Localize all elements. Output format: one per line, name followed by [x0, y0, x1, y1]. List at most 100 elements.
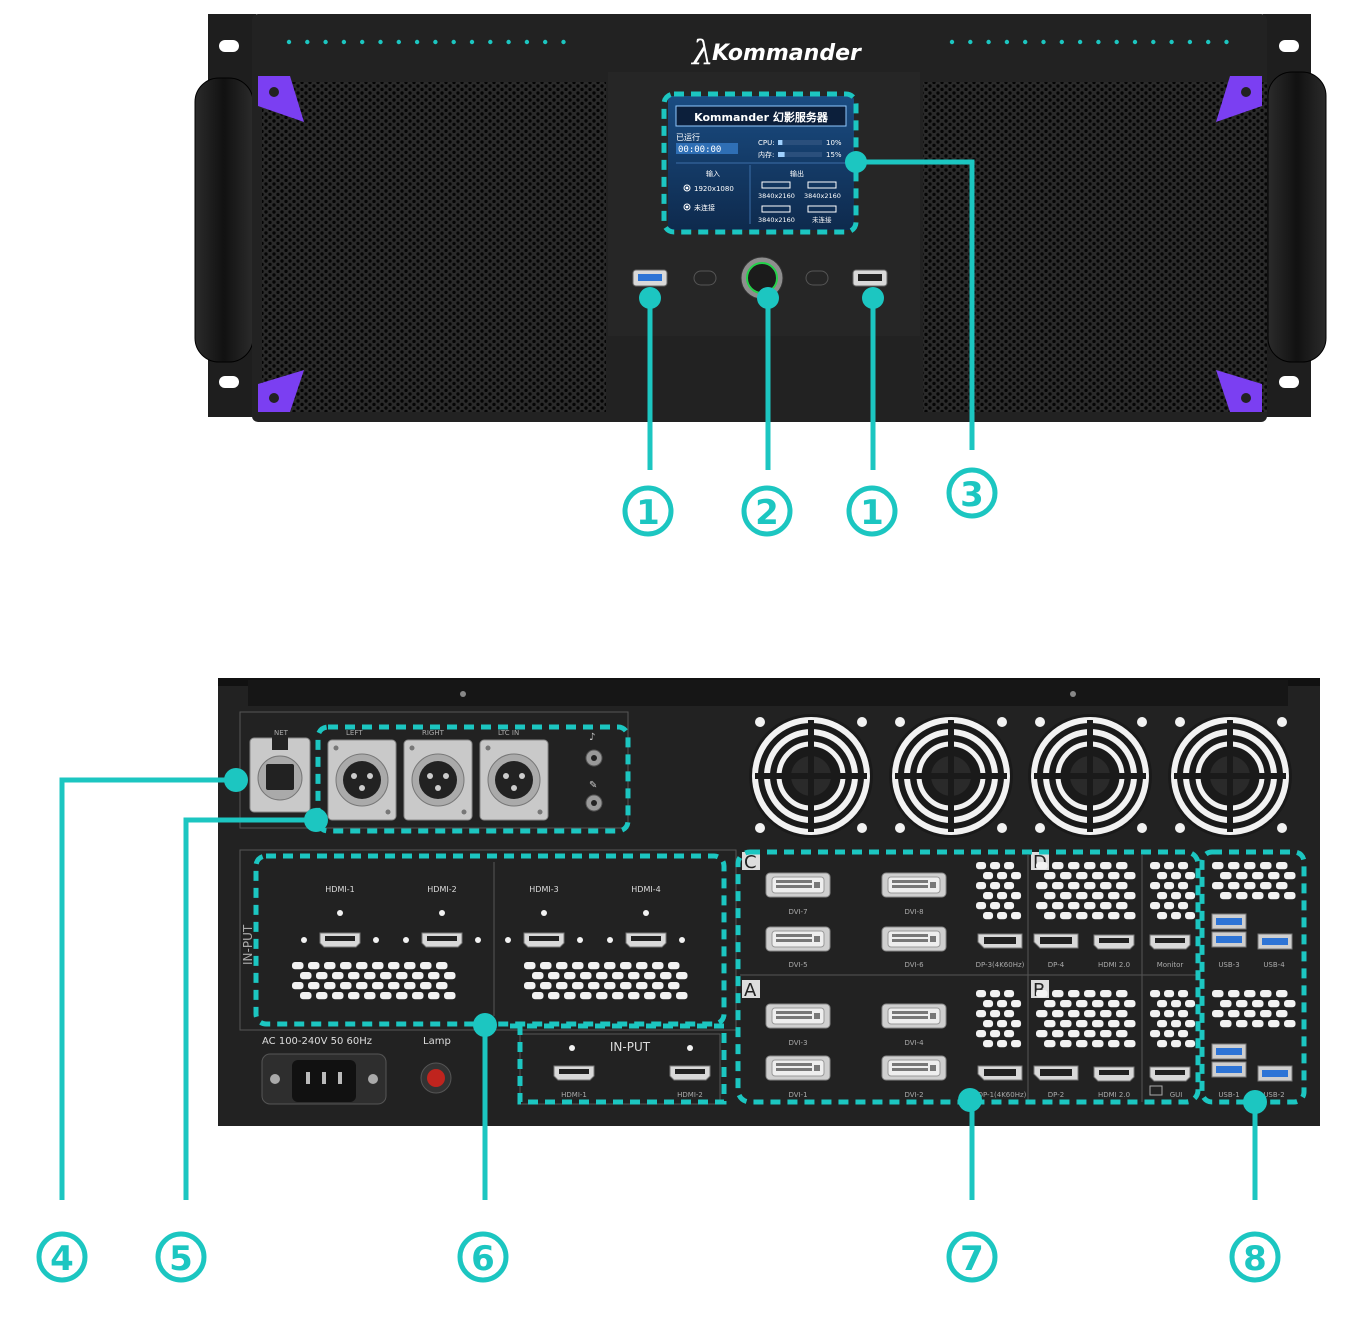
- monitor-port[interactable]: [1149, 934, 1191, 950]
- dp-1-label: DP-1(4K60Hz): [978, 1091, 1027, 1099]
- usb-3-port-b[interactable]: [1211, 931, 1247, 948]
- vent-hole: [300, 972, 312, 980]
- dp-4-port[interactable]: [1033, 933, 1079, 949]
- hdmi-in-port-3[interactable]: [523, 932, 565, 948]
- hdmi20-bottom-port[interactable]: [1093, 1066, 1135, 1082]
- hdmi-in-port-1[interactable]: [319, 932, 361, 948]
- dvi-8-port[interactable]: [881, 872, 947, 898]
- led-dot: [524, 39, 530, 45]
- vent-hole: [1178, 1010, 1189, 1018]
- dvi-7-port[interactable]: [765, 872, 831, 898]
- dvi-5-port[interactable]: [765, 926, 831, 952]
- aux-hdmi-port-1[interactable]: [553, 1065, 595, 1081]
- dvi-5-label: DVI-5: [788, 961, 807, 969]
- cpu-label: CPU:: [758, 139, 775, 147]
- dvi-4-port[interactable]: [881, 1003, 947, 1029]
- led-dot: [949, 39, 955, 45]
- vent-hole: [1116, 902, 1128, 910]
- vent-hole: [1220, 1020, 1232, 1028]
- led-dot: [1224, 39, 1229, 45]
- vent-hole: [372, 982, 384, 990]
- dvi-1-port[interactable]: [765, 1055, 831, 1081]
- corner-bracket: [1216, 370, 1262, 412]
- vent-hole: [1185, 1020, 1196, 1028]
- vent-hole: [1036, 862, 1048, 870]
- vent-hole: [1044, 1000, 1056, 1008]
- vent-hole: [1260, 862, 1272, 870]
- aux-hdmi-label-2: HDMI-2: [677, 1091, 703, 1099]
- dvi-2-port[interactable]: [881, 1055, 947, 1081]
- led-dot: [1059, 39, 1065, 45]
- vent-hole: [1068, 902, 1080, 910]
- vent-hole: [1108, 872, 1120, 880]
- usb-2-port[interactable]: [1257, 1065, 1293, 1082]
- aux-hdmi-port-2[interactable]: [669, 1065, 711, 1081]
- led-dot: [968, 39, 973, 45]
- dvi-3-port[interactable]: [765, 1003, 831, 1029]
- vent-hole: [1084, 1010, 1096, 1018]
- led-dot: [396, 39, 401, 45]
- dp-1-port[interactable]: [977, 1065, 1023, 1081]
- xlr-right[interactable]: [403, 739, 473, 821]
- dvi-6-port[interactable]: [881, 926, 947, 952]
- vent-hole: [1178, 862, 1189, 870]
- vent-hole: [612, 972, 624, 980]
- output-4: 未连接: [812, 215, 832, 224]
- usb-3-port-a[interactable]: [1211, 913, 1247, 930]
- vent-hole: [1171, 1020, 1182, 1028]
- vent-hole: [1212, 862, 1224, 870]
- vent-hole: [1276, 990, 1288, 998]
- vent-hole: [1011, 1000, 1022, 1008]
- vent-hole: [1044, 1040, 1056, 1048]
- vent-hole: [1150, 1030, 1161, 1038]
- vent-hole: [1116, 990, 1128, 998]
- hdmi-in-port-4[interactable]: [625, 932, 667, 948]
- left-handle[interactable]: [194, 77, 254, 363]
- vent-hole: [1178, 882, 1189, 890]
- callout-4: 4: [36, 1231, 88, 1283]
- vent-hole: [1244, 862, 1256, 870]
- vent-hole: [428, 992, 440, 1000]
- vent-hole: [1260, 990, 1272, 998]
- hdmi20-top-port[interactable]: [1093, 934, 1135, 950]
- vent-hole: [1236, 872, 1248, 880]
- vent-hole: [1164, 862, 1175, 870]
- mem-label: 内存:: [758, 150, 774, 159]
- vent-hole: [1108, 1000, 1120, 1008]
- vent-hole: [1244, 1010, 1256, 1018]
- usb-1-port-b[interactable]: [1211, 1061, 1247, 1078]
- vent-hole: [1068, 990, 1080, 998]
- vent-hole: [580, 972, 592, 980]
- hdmi-in-port-2[interactable]: [421, 932, 463, 948]
- dp-3-port[interactable]: [977, 933, 1023, 949]
- audio-label-left: LEFT: [346, 729, 363, 737]
- mem-value: 15%: [826, 151, 842, 159]
- vent-hole: [1164, 990, 1175, 998]
- callout-7: 7: [946, 1231, 998, 1283]
- headphone-icon: ♪: [589, 732, 595, 743]
- xlr-ltc[interactable]: [479, 739, 549, 821]
- vent-hole: [1100, 882, 1112, 890]
- vent-hole: [644, 972, 656, 980]
- vent-hole: [976, 1030, 987, 1038]
- runtime-label: 已运行: [676, 132, 700, 142]
- usb-4-port[interactable]: [1257, 933, 1293, 950]
- dp-2-port[interactable]: [1033, 1065, 1079, 1081]
- gui-port[interactable]: [1149, 1066, 1191, 1082]
- led-dot: [543, 39, 548, 45]
- vent-hole: [420, 962, 432, 970]
- vent-hole: [620, 962, 632, 970]
- vent-hole: [444, 972, 456, 980]
- svg-text:1: 1: [636, 493, 660, 533]
- right-handle[interactable]: [1267, 71, 1327, 363]
- card-letter-box-a: [742, 980, 760, 998]
- usb-1-port-a[interactable]: [1211, 1043, 1247, 1060]
- vent-hole: [1150, 990, 1161, 998]
- xlr-left[interactable]: [327, 739, 397, 821]
- vent-hole: [348, 972, 360, 980]
- vent-hole: [1212, 882, 1224, 890]
- usb-3-label: USB-3: [1218, 961, 1239, 969]
- vent-hole: [1157, 1040, 1168, 1048]
- vent-hole: [1164, 902, 1175, 910]
- vent-hole: [1092, 872, 1104, 880]
